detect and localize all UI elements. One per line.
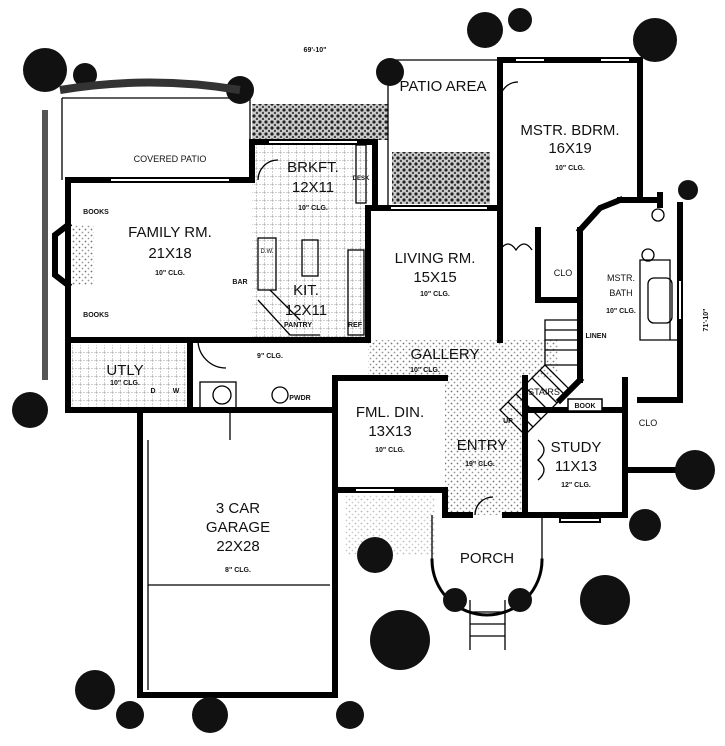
- tree-icon: [370, 610, 430, 670]
- utility-ceiling: 10" CLG.: [110, 380, 140, 387]
- shrub-icon: [678, 180, 698, 200]
- living-room-size: 15X15: [413, 269, 456, 286]
- family-room-size: 21X18: [148, 245, 191, 262]
- master-bedroom-label: MSTR. BDRM.: [520, 122, 619, 139]
- gallery-floor: [368, 340, 558, 378]
- tree-icon: [75, 670, 115, 710]
- entry-label: ENTRY: [457, 437, 508, 454]
- master-bedroom-size: 16X19: [548, 140, 591, 157]
- fireplace-hearth: [72, 225, 94, 285]
- tree-icon: [633, 18, 677, 62]
- washer-label: W: [173, 388, 180, 395]
- breakfast-size: 12X11: [292, 179, 334, 196]
- bar-label: BAR: [232, 279, 247, 286]
- book-label: BOOK: [575, 403, 596, 410]
- pantry-label: PANTRY: [284, 322, 312, 329]
- shrub-icon: [336, 701, 364, 729]
- patio-area-label: PATIO AREA: [400, 78, 487, 95]
- family-room-label: FAMILY RM.: [128, 224, 212, 241]
- entry-ceiling: 19" CLG.: [465, 461, 495, 468]
- formal-dining-ceiling: 10" CLG.: [375, 447, 405, 454]
- tree-icon: [192, 697, 228, 733]
- stairs-up-label: UP: [503, 418, 513, 425]
- toilet: [271, 386, 289, 404]
- shrub-icon: [443, 588, 467, 612]
- hedge-rear: [252, 104, 388, 140]
- utility-label: UTLY: [106, 362, 143, 379]
- tree-icon: [467, 12, 503, 48]
- desk: [355, 144, 367, 204]
- refrigerator-label: REF: [348, 322, 363, 329]
- stairs-treads: [499, 319, 581, 436]
- width-dimension: 69'-10": [304, 47, 327, 54]
- breakfast-label: BRKFT.: [287, 159, 339, 176]
- desk-label: DESK: [353, 176, 370, 182]
- closet-label: CLO: [639, 418, 658, 428]
- kitchen-counter: [347, 249, 365, 336]
- study-ceiling: 12" CLG.: [561, 482, 591, 489]
- gallery-label: GALLERY: [411, 346, 480, 363]
- books-label: BOOKS: [83, 312, 109, 319]
- shrub-icon: [116, 701, 144, 729]
- master-bath-label-2: BATH: [609, 288, 632, 298]
- floor-fills: [72, 104, 558, 555]
- tree-icon: [357, 537, 393, 573]
- breakfast-ceiling: 10" CLG.: [298, 205, 328, 212]
- shrub-icon: [508, 588, 532, 612]
- garage-label-2: GARAGE: [206, 519, 270, 536]
- walls: [52, 57, 683, 698]
- closet-label: CLO: [554, 268, 573, 278]
- covered-patio-label: COVERED PATIO: [134, 154, 207, 164]
- gallery-ceiling: 10" CLG.: [410, 367, 440, 374]
- master-bedroom-ceiling: 10" CLG.: [555, 165, 585, 172]
- garage-size: 22X28: [216, 538, 259, 555]
- water-heater: [212, 385, 232, 405]
- kitchen-island: [301, 239, 319, 277]
- garage-ceiling: 8" CLG.: [225, 567, 251, 574]
- study-label: STUDY: [551, 439, 602, 456]
- shrub-icon: [508, 8, 532, 32]
- entry-floor: [445, 378, 525, 515]
- master-bath-label: MSTR.: [607, 273, 635, 283]
- hedge-icon: [59, 78, 241, 94]
- linen-label: LINEN: [586, 333, 607, 340]
- living-room-ceiling: 10" CLG.: [420, 291, 450, 298]
- bathtub: [647, 277, 673, 324]
- shrub-icon: [376, 58, 404, 86]
- books-label: BOOKS: [83, 209, 109, 216]
- tree-icon: [23, 48, 67, 92]
- dishwasher-label: D.W.: [261, 249, 274, 255]
- porch-label: PORCH: [460, 550, 514, 567]
- powder-room-label: PWDR: [289, 395, 310, 402]
- bar-counter: [257, 237, 277, 291]
- garage-label: 3 CAR: [216, 500, 260, 517]
- kitchen-size: 12X11: [285, 302, 327, 319]
- hall-ceiling: 9" CLG.: [257, 353, 283, 360]
- tree-icon: [629, 509, 661, 541]
- tree-icon: [580, 575, 630, 625]
- formal-dining-label: FML. DIN.: [356, 404, 424, 421]
- tree-icon: [12, 392, 48, 428]
- living-room-label: LIVING RM.: [395, 250, 476, 267]
- study-size: 11X13: [555, 458, 597, 475]
- family-room-ceiling: 10" CLG.: [155, 270, 185, 277]
- sink: [651, 208, 665, 222]
- labels: 69'-10" 71'-10" COVERED PATIO FAMILY RM.…: [83, 47, 710, 574]
- master-bath-ceiling: 10" CLG.: [606, 308, 636, 315]
- tree-icon: [675, 450, 715, 490]
- depth-dimension: 71'-10": [703, 309, 710, 332]
- stairs-label: STAIRS: [528, 387, 560, 397]
- sink: [641, 248, 655, 262]
- formal-dining-size: 13X13: [368, 423, 411, 440]
- kitchen-floor: [252, 142, 368, 340]
- utility-floor: [72, 345, 190, 407]
- dryer-label: D: [150, 388, 155, 395]
- front-bed: [345, 495, 435, 555]
- kitchen-label: KIT.: [293, 282, 319, 299]
- landscaping: [12, 8, 715, 733]
- bookshelf: [567, 398, 603, 412]
- planter: [392, 152, 490, 204]
- shrub-icon: [73, 63, 97, 87]
